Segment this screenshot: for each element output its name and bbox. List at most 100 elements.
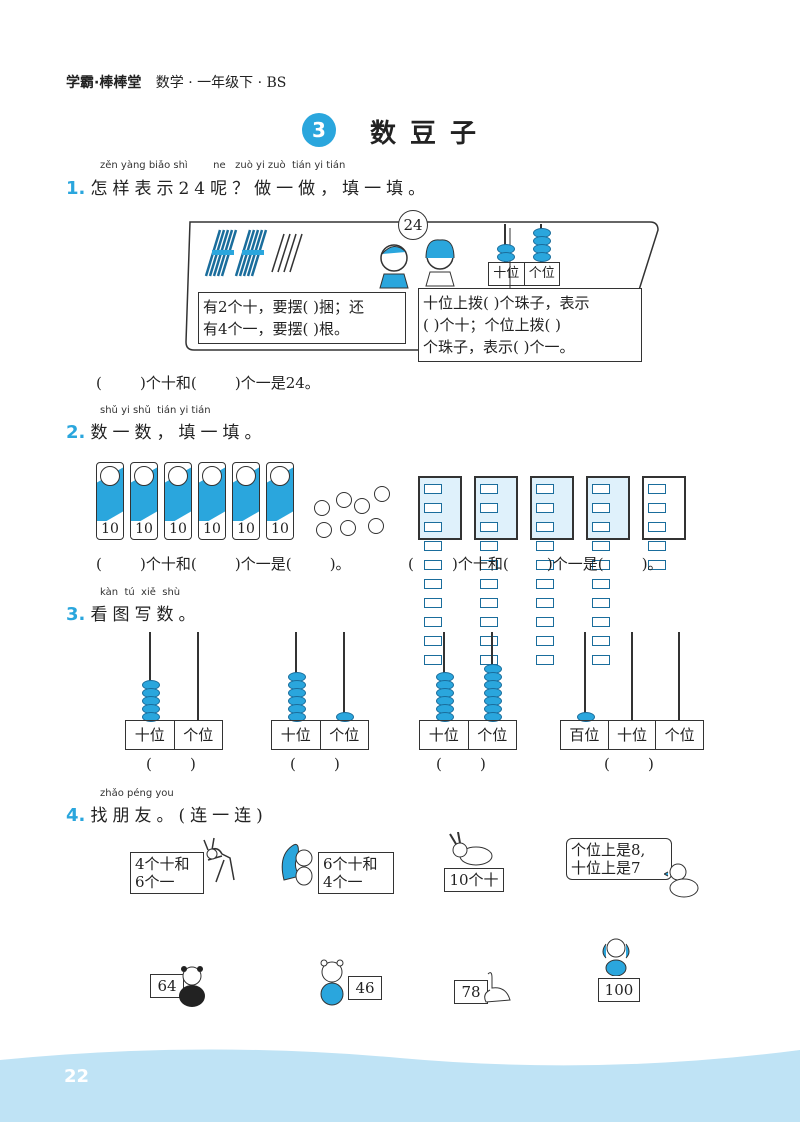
- hundreds-label: 百位: [561, 721, 609, 749]
- tens-label: 十位: [489, 263, 525, 285]
- ones-label: 个位: [477, 726, 508, 744]
- place-value-box: 十位 个位: [125, 720, 223, 750]
- bean-tube: 10: [266, 462, 294, 540]
- lesson-number-badge: 3: [302, 113, 336, 147]
- question-text: 看图写数。: [90, 605, 201, 625]
- puppy-icon: [602, 938, 630, 976]
- tens-label: 十位: [609, 721, 657, 749]
- bean: [314, 500, 330, 516]
- lesson-title: 数豆子: [370, 119, 491, 149]
- full-tray: [530, 476, 574, 665]
- place-value-box: 十位 个位: [271, 720, 369, 750]
- ones-label: 个位: [664, 726, 695, 744]
- bean: [368, 518, 384, 534]
- bubble-line: ( )个十；个位上拨( ): [423, 316, 561, 334]
- bean-tube: 10: [96, 462, 124, 540]
- q1-abacus: 十位 个位: [488, 224, 560, 286]
- card-line: 6个一: [135, 873, 175, 891]
- ones-label: 个位: [183, 726, 214, 744]
- abacus-place-box: 十位 个位: [488, 262, 560, 286]
- full-tray: [586, 476, 630, 665]
- abacus-bead: [577, 712, 595, 722]
- abacus-3: 十位 个位: [419, 632, 517, 752]
- loose-beans-group: [310, 484, 390, 540]
- bubble-line: 有4个一，要摆( )根。: [203, 320, 350, 338]
- q2-answer-right[interactable]: ( )个十和( )个一是( )。: [408, 555, 663, 573]
- abacus-bead: [497, 252, 515, 262]
- number-card-64[interactable]: 64: [150, 974, 184, 998]
- abacus-rod: [504, 224, 506, 262]
- question-number: 3.: [66, 604, 86, 625]
- abacus-rod: [149, 632, 151, 720]
- abacus-2-answer[interactable]: ( ): [290, 755, 340, 773]
- card-6tens-4ones[interactable]: 6个十和 4个一: [318, 852, 394, 894]
- rabbit-icon: [449, 832, 493, 866]
- bean-tubes-group: 10 10 10 10 10 10: [96, 462, 306, 542]
- card-4tens-6ones[interactable]: 4个十和 6个一: [130, 852, 204, 894]
- abacus-rod: [197, 632, 199, 720]
- bean: [336, 492, 352, 508]
- tens-label: 十位: [272, 721, 321, 749]
- bean-tube: 10: [232, 462, 260, 540]
- brand-name: 学霸·棒棒堂: [66, 75, 142, 91]
- tens-label: 十位: [126, 721, 175, 749]
- abacus-bead: [142, 712, 160, 722]
- question-3-heading: 3. 看图写数。: [66, 600, 200, 625]
- abacus-bead: [288, 712, 306, 722]
- abacus-2: 十位 个位: [271, 632, 369, 752]
- abacus-bead: [336, 712, 354, 722]
- card-line: 6个十和: [323, 855, 378, 873]
- ones-label: 个位: [528, 266, 555, 281]
- partial-tray: [642, 476, 686, 570]
- abacus-bead: [436, 712, 454, 722]
- number-card-100[interactable]: 100: [598, 978, 640, 1002]
- abacus-1-answer[interactable]: ( ): [146, 755, 196, 773]
- footer-wave: [0, 1049, 800, 1122]
- question-1-heading: 1. 怎样表示24呢？做一做，填一填。: [66, 174, 430, 199]
- book-header: 学霸·棒棒堂 数学 · 一年级下 · BS: [66, 72, 286, 92]
- card-line: 4个一: [323, 873, 363, 891]
- number-card-78[interactable]: 78: [454, 980, 488, 1004]
- card-ones8-tens7[interactable]: 个位上是8, 十位上是7: [566, 838, 672, 880]
- number-24-circle: 24: [398, 210, 428, 240]
- abacus-rod: [343, 632, 345, 720]
- page-number: 22: [64, 1066, 90, 1087]
- place-value-box: 十位 个位: [419, 720, 517, 750]
- abacus-bead: [484, 712, 502, 722]
- ones-label: 个位: [329, 726, 360, 744]
- bubble-line: 十位上拨( )个珠子，表示: [423, 294, 590, 312]
- full-tray: [418, 476, 462, 665]
- question-text: 数一数，填一填。: [90, 423, 267, 443]
- q3-pinyin: kàn tú xiě shù: [100, 587, 181, 598]
- abacus-4: 百位 十位 个位: [560, 632, 704, 752]
- abacus-rod: [631, 632, 633, 720]
- card-10tens[interactable]: 10个十: [444, 868, 504, 892]
- question-number: 1.: [66, 178, 86, 199]
- q1-pinyin: zěn yàng biǎo shì ne zuò yi zuò tián yi …: [100, 160, 346, 171]
- goose-icon: [484, 972, 511, 1003]
- abacus-4-answer[interactable]: ( ): [604, 755, 654, 773]
- abacus-rod: [584, 632, 586, 720]
- bubble-line: 有2个十，要摆( )捆；还: [203, 298, 365, 316]
- q2-answer-left[interactable]: ( )个十和( )个一是( )。: [96, 555, 351, 573]
- bean: [316, 522, 332, 538]
- q2-pinyin: shǔ yi shǔ tián yi tián: [100, 405, 211, 416]
- number-card-46[interactable]: 46: [348, 976, 382, 1000]
- abacus-rod: [678, 632, 680, 720]
- q1-answer-line[interactable]: ( )个十和( )个一是24。: [96, 374, 320, 392]
- tens-label: 十位: [420, 721, 469, 749]
- abacus-bead: [533, 252, 551, 262]
- question-text: 找朋友。(连一连): [90, 806, 268, 826]
- place-value-box: 百位 十位 个位: [560, 720, 704, 750]
- girl-icon: [425, 239, 455, 287]
- abacus-3-answer[interactable]: ( ): [436, 755, 486, 773]
- bean: [374, 486, 390, 502]
- bean-tube: 10: [198, 462, 226, 540]
- question-number: 4.: [66, 805, 86, 826]
- squirrel-icon: [281, 843, 313, 886]
- question-4-heading: 4. 找朋友。(连一连): [66, 801, 268, 826]
- card-line: 4个十和: [135, 855, 190, 873]
- bean: [354, 498, 370, 514]
- stick-bundles-icon: [204, 229, 303, 277]
- card-line: 十位上是7: [571, 859, 641, 877]
